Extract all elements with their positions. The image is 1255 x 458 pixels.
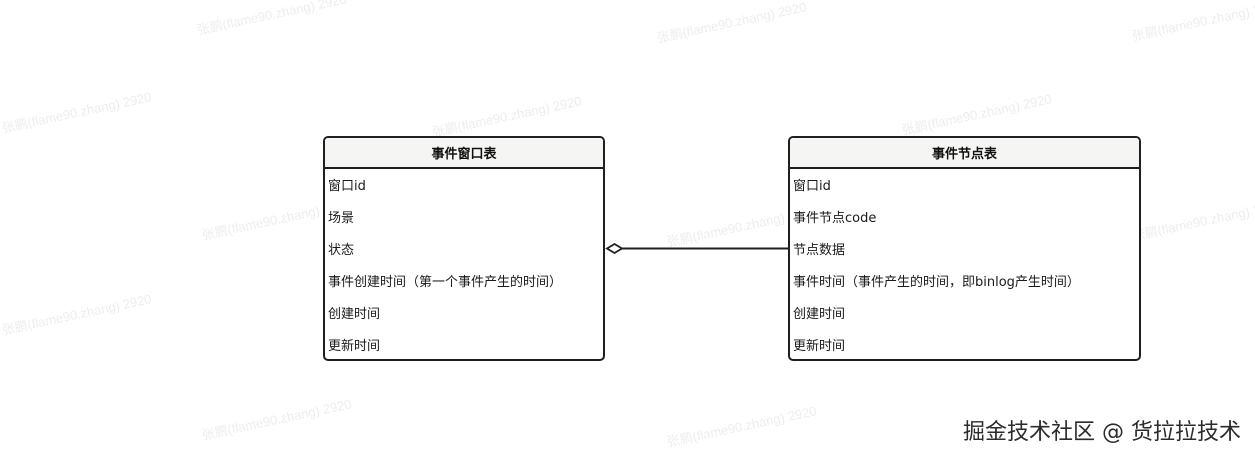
- entity-field: 创建时间: [328, 307, 381, 322]
- entity-field: 场景: [328, 211, 355, 226]
- watermark-text: 张鹏(flame90.zhang) 2920: [430, 93, 583, 140]
- entity-field: 事件时间（事件产生的时间，即binlog产生时间）: [793, 275, 1080, 290]
- entity-field: 窗口id: [793, 179, 831, 194]
- entity-field: 更新时间: [328, 339, 381, 354]
- watermark-text: 张鹏(flame90.zhang) 2920: [195, 0, 348, 38]
- watermark-text: 张鹏(flame90.zhang) 2920: [0, 89, 153, 136]
- entity-field: 窗口id: [328, 179, 366, 194]
- entity-field: 事件节点code: [793, 211, 877, 226]
- watermark-text: 张鹏(flame90.zhang) 2920: [900, 91, 1053, 138]
- entity-field: 更新时间: [793, 339, 846, 354]
- entity-field: 创建时间: [793, 307, 846, 322]
- entity-field: 事件创建时间（第一个事件产生的时间）: [328, 275, 563, 290]
- watermark-text: 张鹏(flame90.zhang) 2920: [0, 291, 153, 338]
- entity-title: 事件窗口表: [325, 138, 603, 169]
- entity-field-list: 窗口id 场景 状态 事件创建时间（第一个事件产生的时间） 创建时间 更新时间: [325, 169, 603, 359]
- entity-node-table[interactable]: 事件节点表 窗口id 事件节点code 节点数据 事件时间（事件产生的时间，即b…: [788, 136, 1141, 361]
- watermark-text: 张鹏(flame90.zhang) 2920: [655, 0, 808, 46]
- footer-brand: 掘金技术社区 @ 货拉拉技术: [963, 420, 1241, 445]
- watermark-text: 张鹏(flame90.zhang) 2920: [1130, 0, 1255, 44]
- watermark-text: 张鹏(flame90.zhang) 2920: [1130, 197, 1255, 244]
- watermark-text: 张鹏(flame90.zhang) 2920: [200, 396, 353, 443]
- entity-title: 事件节点表: [790, 138, 1139, 169]
- entity-window-table[interactable]: 事件窗口表 窗口id 场景 状态 事件创建时间（第一个事件产生的时间） 创建时间…: [323, 136, 605, 361]
- entity-field-list: 窗口id 事件节点code 节点数据 事件时间（事件产生的时间，即binlog产…: [790, 169, 1139, 359]
- aggregation-diamond: [605, 242, 624, 255]
- watermark-text: 张鹏(flame90.zhang) 2920: [665, 403, 818, 450]
- entity-field: 状态: [328, 243, 355, 258]
- entity-field: 节点数据: [793, 243, 846, 258]
